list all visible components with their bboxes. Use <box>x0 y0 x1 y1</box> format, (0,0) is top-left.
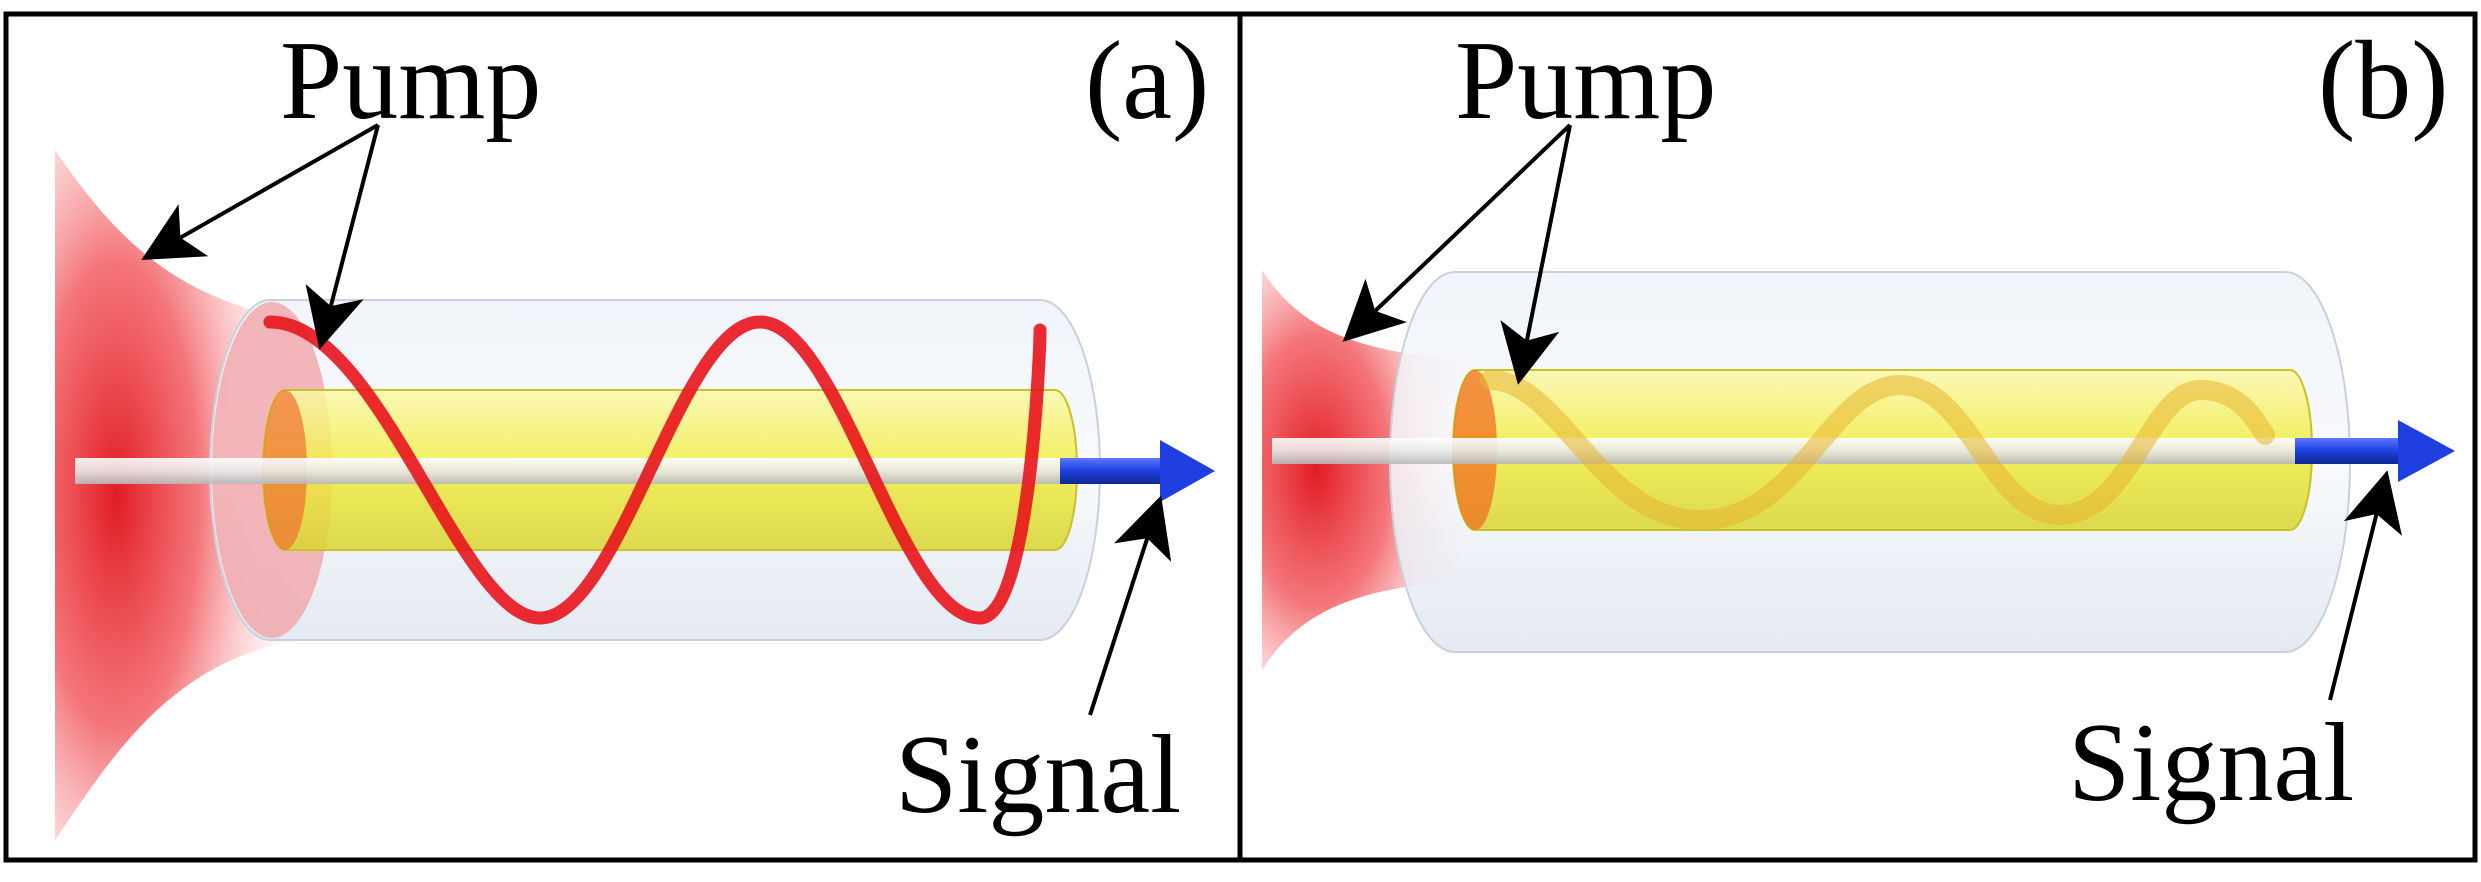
signal-label: Signal <box>2068 701 2354 825</box>
panel-b: Pump (b) Signal <box>1262 19 2455 825</box>
panel-a: Pump (a) Signal <box>55 19 1215 840</box>
pump-beam <box>55 150 300 840</box>
arrow-icon <box>141 123 379 260</box>
pump-helix <box>1480 370 2275 531</box>
arrow-icon <box>1500 124 1572 385</box>
arrow-icon <box>305 124 380 350</box>
signal-arrowhead <box>1160 440 1215 502</box>
pump-helix <box>263 315 1047 625</box>
signal-rod <box>1272 438 2295 464</box>
signal-label: Signal <box>895 713 1181 837</box>
pump-label: Pump <box>1455 19 1716 143</box>
arrow-icon <box>2328 470 2402 701</box>
panel-tag: (b) <box>2318 19 2449 143</box>
pump-label: Pump <box>280 19 541 143</box>
signal-output <box>2295 438 2410 464</box>
arrow-icon <box>1342 123 1572 342</box>
signal-rod <box>75 458 1060 484</box>
arrow-icon <box>1088 495 1172 716</box>
panel-tag: (a) <box>1085 19 1209 143</box>
signal-arrowhead <box>2398 420 2455 482</box>
signal-output <box>1060 458 1170 484</box>
